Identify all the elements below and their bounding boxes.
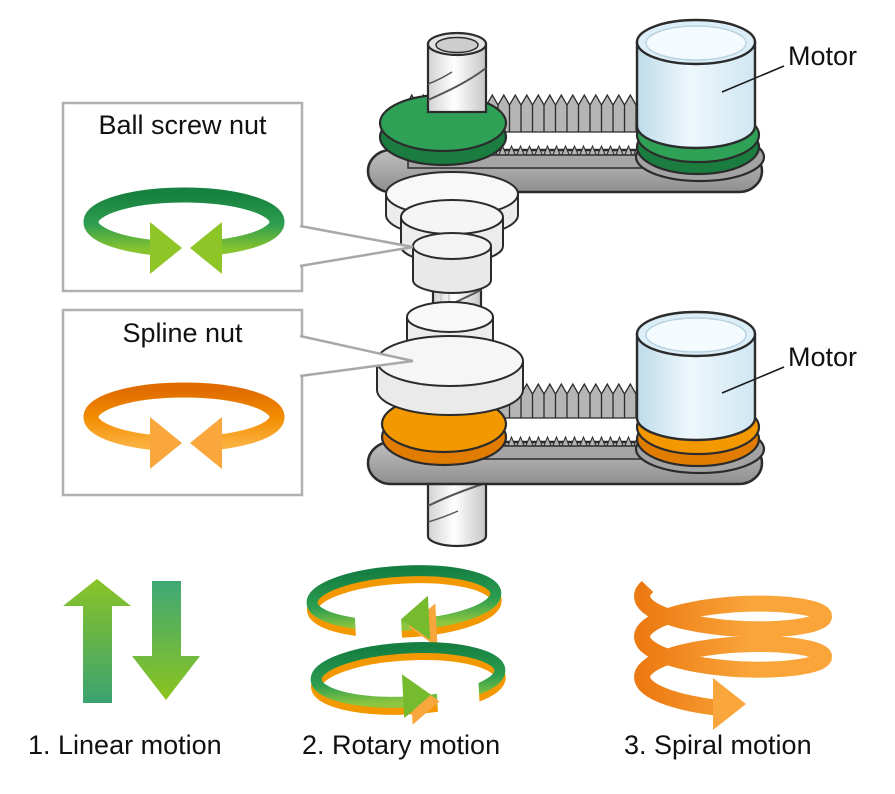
rotation-arrows-green-icon: [83, 187, 285, 274]
legend-rotary-motion-label: 2. Rotary motion: [302, 730, 501, 760]
up-arrow: [63, 579, 131, 703]
spline-nut-housing: [376, 301, 524, 416]
ball-screw-nut-housing: [385, 171, 519, 294]
motor-lower-leader-line: [721, 366, 785, 394]
motor-upper-leader-line: [721, 65, 785, 93]
motor-upper-body: [635, 40, 757, 150]
screw-spline-shaft-bottom: [426, 466, 488, 548]
spiral-arrowhead: [713, 678, 746, 730]
motor-upper-illustration: [634, 18, 766, 183]
spline-pulley-orange: [380, 394, 508, 467]
up-down-arrows-icon: [63, 579, 200, 703]
callout-ball-screw-nut-label: Ball screw nut: [98, 110, 267, 140]
motor-upper-label: Motor: [788, 41, 858, 71]
legend-linear-motion-label: 1. Linear motion: [28, 730, 222, 760]
motor-lower-label: Motor: [788, 342, 858, 372]
down-arrow: [132, 581, 200, 700]
legend-spiral-motion-label: 3. Spiral motion: [624, 730, 812, 760]
counter-rotating-rings-icon: [306, 565, 506, 725]
screw-spline-shaft-top: [426, 31, 488, 114]
spiral-arrow-icon: [633, 580, 833, 730]
callout-spline-nut-label: Spline nut: [122, 318, 243, 348]
callout-box-spline-nut: [61, 308, 414, 497]
motor-lower-illustration: [634, 310, 766, 475]
callout-box-ball-screw-nut: [61, 101, 414, 293]
motor-lower-body: [635, 332, 757, 442]
rotation-arrows-orange-icon: [83, 382, 285, 469]
